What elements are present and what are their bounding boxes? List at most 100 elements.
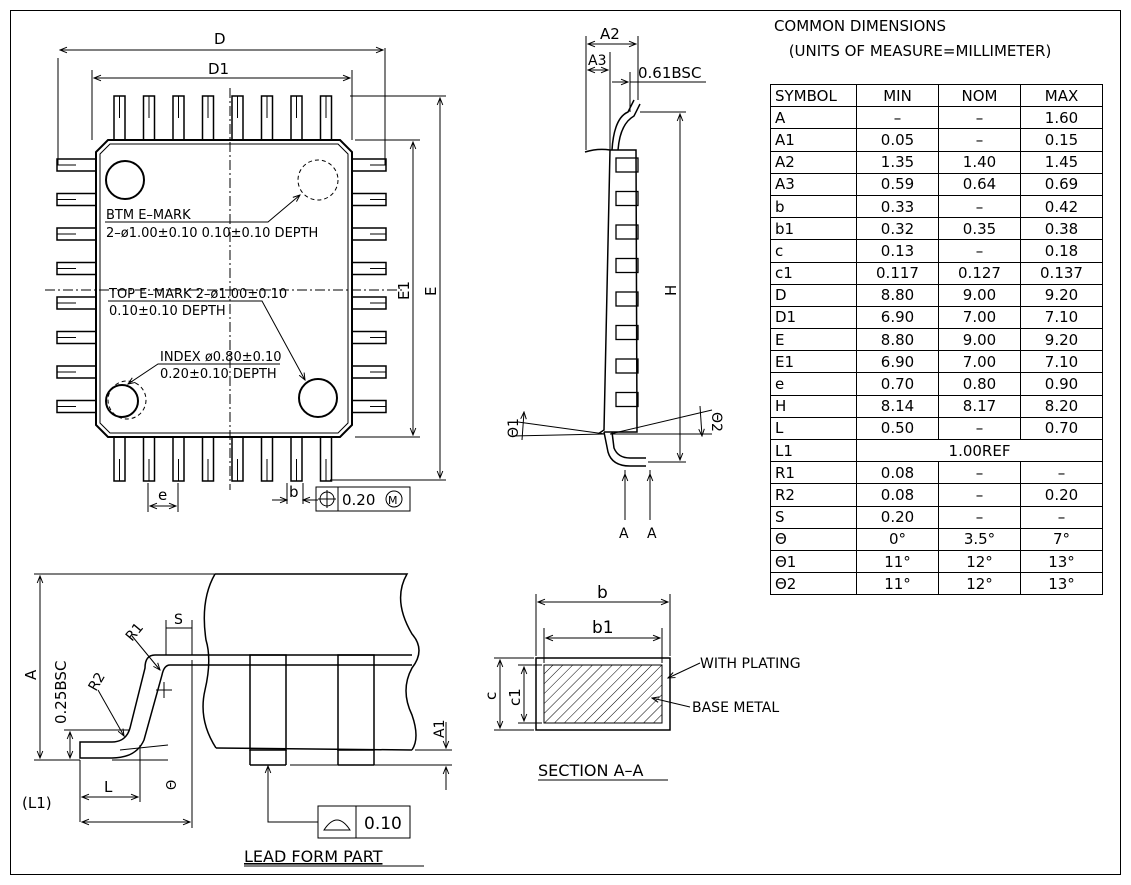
- min-cell: 1.35: [856, 150, 939, 174]
- max-cell: –: [1020, 505, 1103, 529]
- max-cell: 0.137: [1020, 261, 1103, 285]
- symbol-cell: S: [770, 505, 857, 529]
- min-cell: 6.90: [856, 350, 939, 374]
- dim-D1-label: D1: [208, 60, 229, 78]
- flatness-tolerance-frame: [317, 805, 411, 839]
- section-outer: [535, 657, 671, 731]
- table-subtitle: (UNITS OF MEASURE=MILLIMETER): [789, 42, 1052, 60]
- min-cell: 8.80: [856, 328, 939, 352]
- side-lead: [615, 324, 639, 341]
- symbol-cell: Θ1: [770, 549, 857, 574]
- section-hatch: [543, 664, 663, 724]
- max-cell: 9.20: [1020, 283, 1103, 307]
- min-cell: 0.20: [856, 505, 939, 529]
- side-lead: [615, 291, 639, 307]
- btm-e-mark-label: BTM E–MARK: [106, 208, 191, 223]
- nom-cell: 0.80: [938, 372, 1021, 396]
- min-cell: 0.59: [856, 172, 939, 196]
- max-cell: 7.10: [1020, 305, 1103, 330]
- table-header-row: SYMBOL MIN NOM MAX: [770, 83, 1103, 108]
- nom-cell: –: [938, 128, 1021, 152]
- dim-0.61BSC-label: 0.61BSC: [638, 64, 701, 82]
- lead-form-body: [215, 573, 420, 751]
- max-cell: 1.60: [1020, 106, 1103, 130]
- top-e-mark-bottom-right: [298, 378, 338, 418]
- max-cell: 0.20: [1020, 483, 1103, 507]
- max-cell: 7°: [1020, 527, 1103, 551]
- btm-e-mark-spec: 2–ø1.00±0.10 0.10±0.10 DEPTH: [106, 226, 318, 241]
- lead-form-view: A 0.25BSC R1 R2 S A1 L Θ (L1): [22, 573, 452, 867]
- bent-lead: [79, 654, 171, 759]
- dim-S-label: S: [174, 612, 183, 628]
- min-cell: 11°: [856, 549, 939, 574]
- top-e-mark-bottom-left: [105, 384, 139, 418]
- min-cell: 0.08: [856, 461, 939, 485]
- position-tolerance-value: 0.20: [342, 491, 375, 509]
- min-cell: 0.50: [856, 416, 939, 441]
- side-top-lead: [611, 99, 641, 151]
- max-cell: 13°: [1020, 572, 1103, 596]
- min-cell: 0.08: [856, 483, 939, 507]
- symbol-cell: A: [770, 106, 857, 130]
- top-view: BTM E–MARK 2–ø1.00±0.10 0.10±0.10 DEPTH …: [45, 30, 446, 512]
- table-row: A––1.60: [770, 106, 1103, 130]
- symbol-cell: R2: [770, 483, 857, 507]
- max-cell: 13°: [1020, 549, 1103, 574]
- max-cell: 0.69: [1020, 172, 1103, 196]
- nom-cell: 12°: [938, 572, 1021, 596]
- section-marker-left: A: [619, 526, 629, 542]
- symbol-cell: A3: [770, 172, 857, 196]
- symbol-cell: A2: [770, 150, 857, 174]
- side-lead: [615, 224, 639, 240]
- with-plating-label: WITH PLATING: [700, 656, 801, 672]
- min-cell: 0.05: [856, 128, 939, 152]
- nom-cell: 3.5°: [938, 527, 1021, 551]
- section-dim-b1: b1: [592, 618, 614, 638]
- max-cell: –: [1020, 461, 1103, 485]
- mmc-symbol-icon: [385, 490, 403, 508]
- symbol-cell: c: [770, 239, 857, 263]
- nom-cell: –: [938, 194, 1021, 219]
- index-spec: 0.20±0.10 DEPTH: [160, 367, 277, 382]
- min-cell: 0.117: [856, 261, 939, 285]
- header-symbol: SYMBOL: [770, 83, 857, 108]
- symbol-cell: Θ2: [770, 572, 857, 596]
- theta1-label: Θ1: [506, 418, 522, 438]
- max-cell: 0.15: [1020, 128, 1103, 152]
- symbol-cell: b1: [770, 217, 857, 241]
- nom-cell: –: [938, 461, 1021, 485]
- nom-cell: 0.64: [938, 172, 1021, 196]
- max-cell: 7.10: [1020, 350, 1103, 374]
- side-view: A2 A3 0.61BSC H Θ1 Θ2 A A: [506, 25, 724, 542]
- dim-0.25BSC-label: 0.25BSC: [52, 661, 70, 724]
- symbol-cell: R1: [770, 461, 857, 485]
- dim-R1-label: R1: [123, 620, 147, 645]
- theta-label: Θ: [165, 780, 180, 790]
- max-cell: 9.20: [1020, 328, 1103, 352]
- theta2-label: Θ2: [708, 412, 724, 432]
- dim-L-label: L: [104, 778, 113, 796]
- symbol-cell: L: [770, 416, 857, 441]
- dim-e-label: e: [158, 486, 167, 504]
- section-caption: SECTION A–A: [538, 761, 644, 780]
- min-cell: –: [856, 106, 939, 130]
- nom-cell: –: [938, 239, 1021, 263]
- nom-cell: –: [938, 416, 1021, 441]
- nom-cell: 0.127: [938, 261, 1021, 285]
- package-body-inner: [99, 143, 349, 434]
- nom-cell: –: [938, 483, 1021, 507]
